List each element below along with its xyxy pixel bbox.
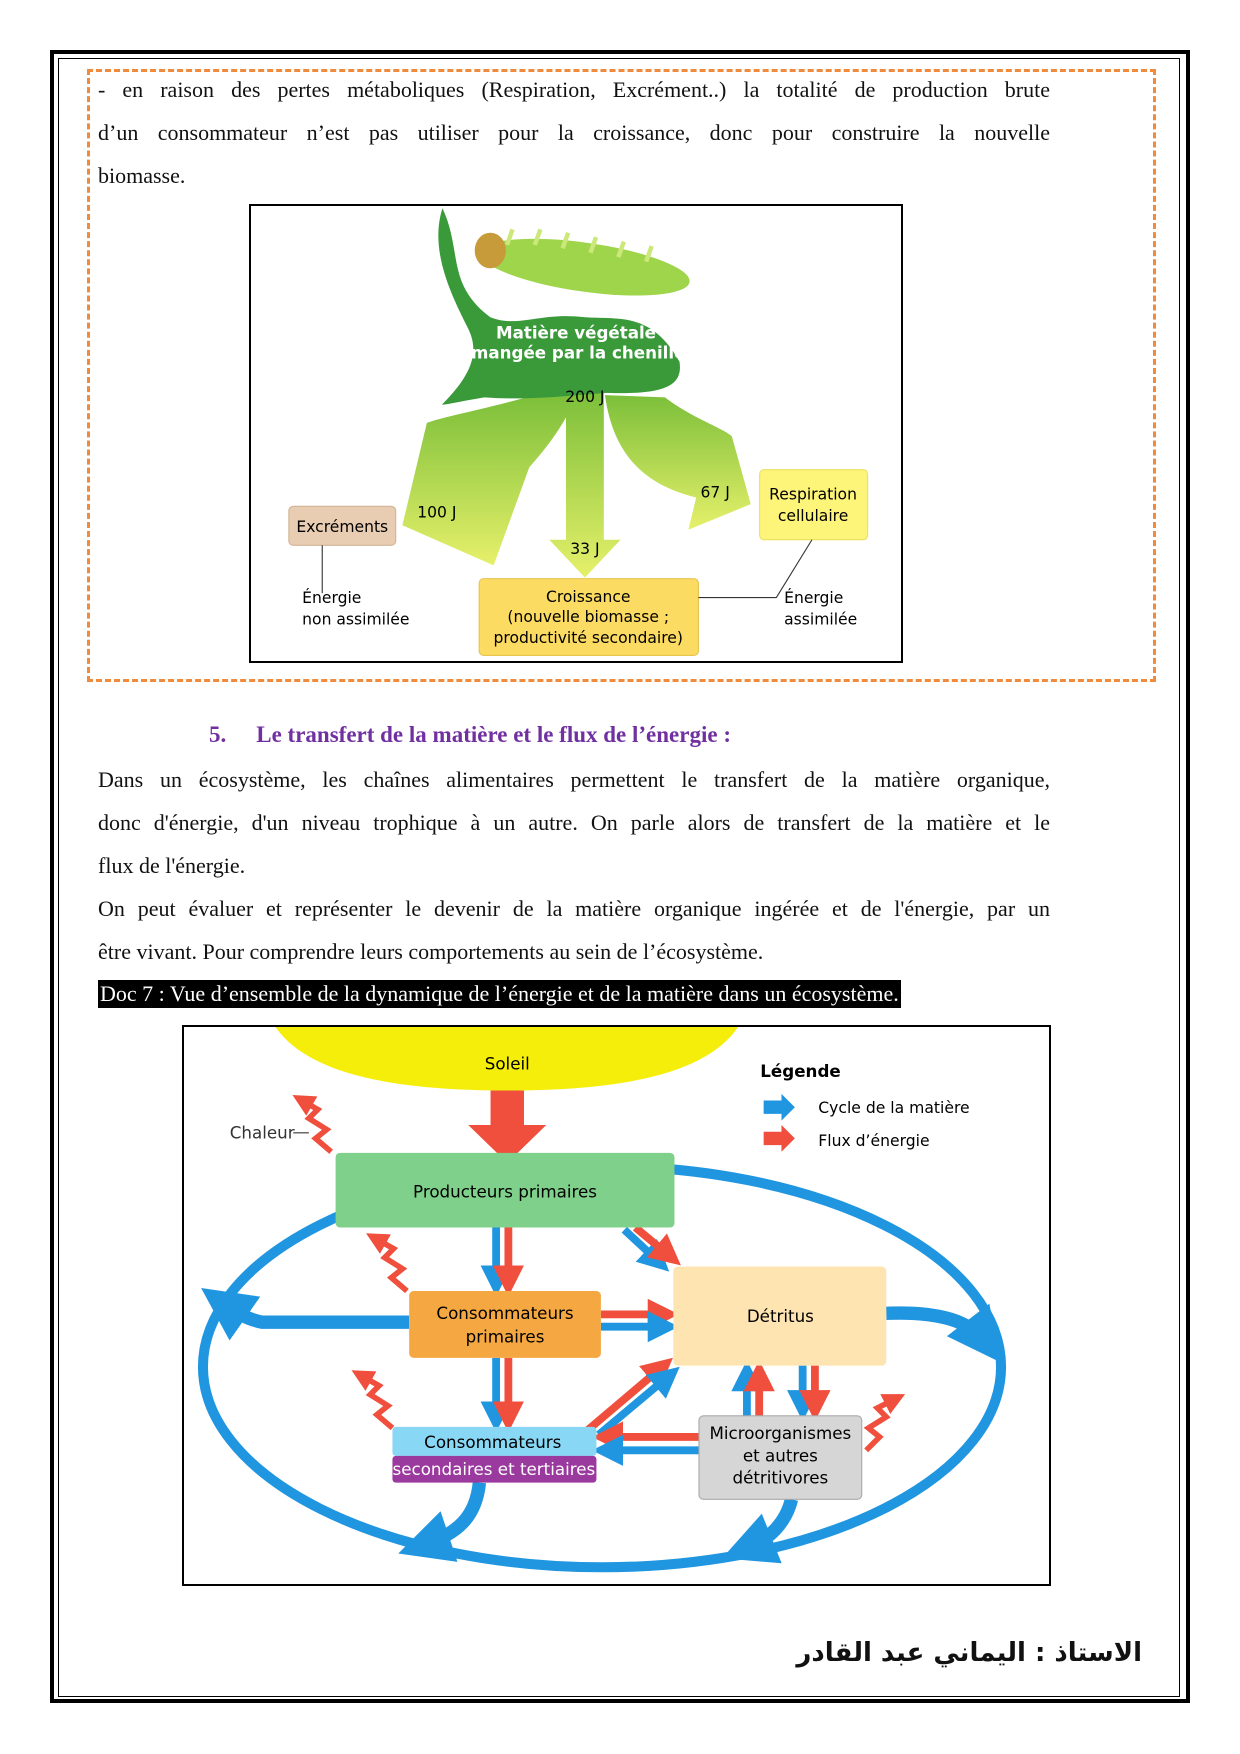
- respiration-label: cellulaire: [778, 507, 848, 525]
- paragraph-line: flux de l'énergie.: [98, 853, 246, 878]
- plant-matter-label: mangée par la chenille: [471, 343, 685, 362]
- secondary-consumers-box: [392, 1426, 597, 1456]
- caterpillar-icon: [474, 228, 690, 296]
- box-text-line: d’un consommateur n’est pas utiliser pou…: [98, 120, 1050, 145]
- producers-label: Producteurs primaires: [413, 1181, 597, 1201]
- legend-energy-arrow-icon: [763, 1125, 795, 1152]
- caterpillar-energy-figure: Matière végétale mangée par la chenille …: [249, 204, 903, 663]
- ecosystem-diagram: Soleil Chaleur Légende Cycle de la matiè…: [182, 1025, 1051, 1586]
- respiration-label: Respiration: [769, 486, 857, 504]
- paragraph-line: On peut évaluer et représenter le deveni…: [98, 896, 1050, 921]
- respiration-box: [759, 469, 869, 541]
- primary-consumers-box: [409, 1291, 601, 1358]
- growth-label: productivité secondaire): [494, 629, 683, 647]
- legend-matter-label: Cycle de la matière: [818, 1099, 969, 1117]
- decomposers-label: Microorganismes: [709, 1423, 851, 1443]
- flow-arrow: [201, 1287, 410, 1341]
- sun-energy-arrow: [468, 1090, 547, 1163]
- flow-arrow: [504, 228, 654, 263]
- doc-caption: Doc 7 : Vue d’ensemble de la dynamique d…: [98, 980, 901, 1008]
- right-arrow: [604, 395, 751, 530]
- middle-arrow: [549, 392, 621, 578]
- paragraph-line: Dans un écosystème, les chaînes alimenta…: [98, 767, 1050, 792]
- author-signature: الاستاذ : اليماني عبد القادر: [796, 1638, 1142, 1668]
- primary-consumers-label: Consommateurs: [436, 1303, 573, 1323]
- flow-arrow: [722, 1497, 799, 1564]
- diagram-shape: [698, 539, 813, 599]
- sun: [275, 1027, 739, 1091]
- diagram-shape: [474, 232, 506, 269]
- flow-arrow: [584, 1357, 673, 1434]
- growth-label: Croissance: [546, 588, 631, 606]
- assimilated-label: Énergie: [784, 588, 843, 607]
- growth-label: (nouvelle biomasse ;: [507, 608, 669, 626]
- paragraph-line: être vivant. Pour comprendre leurs compo…: [98, 939, 764, 964]
- secondary-consumers-label: Consommateurs: [424, 1432, 561, 1452]
- excrement-energy-value: 100 J: [417, 503, 456, 521]
- box-text-line: - en raison des pertes métaboliques (Res…: [98, 77, 1050, 102]
- diagram-shape: [480, 238, 690, 296]
- page-border-inner: [58, 58, 1180, 1697]
- producers-box: [335, 1152, 675, 1228]
- heat-icon: [366, 1233, 409, 1294]
- flow-arrow: [596, 1366, 680, 1438]
- legend-energy-label: Flux d’énergie: [818, 1132, 929, 1150]
- growth-energy-value: 33 J: [570, 540, 599, 558]
- page-border: [50, 50, 1190, 1703]
- highlight-box: [87, 69, 1156, 682]
- heat-icon: [292, 1094, 333, 1154]
- heat-label: Chaleur: [230, 1122, 295, 1142]
- excrements-label: Excréments: [296, 518, 388, 536]
- excrements-box: [288, 505, 397, 546]
- decomposers-box: [698, 1415, 863, 1500]
- section-heading: 5.Le transfert de la matière et le flux …: [209, 722, 731, 747]
- detritus-label: Détritus: [747, 1306, 814, 1326]
- growth-box: [478, 578, 699, 656]
- leaf-icon: [438, 208, 680, 405]
- diagram-shape: [392, 1455, 597, 1483]
- assimilated-label: assimilée: [784, 610, 857, 628]
- legend-title: Légende: [760, 1061, 840, 1081]
- paragraph-line: donc d'énergie, d'un niveau trophique à …: [98, 810, 1050, 835]
- plant-matter-label: Matière végétale: [496, 323, 656, 342]
- sun-label: Soleil: [485, 1053, 530, 1073]
- heat-icon: [351, 1370, 395, 1431]
- flow-arrow: [632, 1224, 681, 1266]
- box-text-line: biomasse.: [98, 163, 186, 188]
- respiration-energy-value: 67 J: [700, 483, 729, 501]
- flow-arrow: [398, 1481, 487, 1562]
- decomposers-label: détritivores: [732, 1468, 828, 1488]
- primary-consumers-label: primaires: [466, 1326, 545, 1346]
- total-energy-value: 200 J: [565, 388, 604, 406]
- decomposers-label: et autres: [743, 1445, 818, 1465]
- detritus-box: [673, 1266, 887, 1366]
- heat-icon: [863, 1394, 906, 1453]
- left-arrow: [402, 395, 576, 566]
- non-assimilated-label: non assimilée: [302, 610, 409, 628]
- secondary-consumers-label: secondaires et tertiaires: [393, 1459, 596, 1479]
- non-assimilated-label: Énergie: [302, 588, 361, 607]
- legend-matter-arrow-icon: [763, 1093, 795, 1121]
- flow-arrow: [885, 1303, 1001, 1363]
